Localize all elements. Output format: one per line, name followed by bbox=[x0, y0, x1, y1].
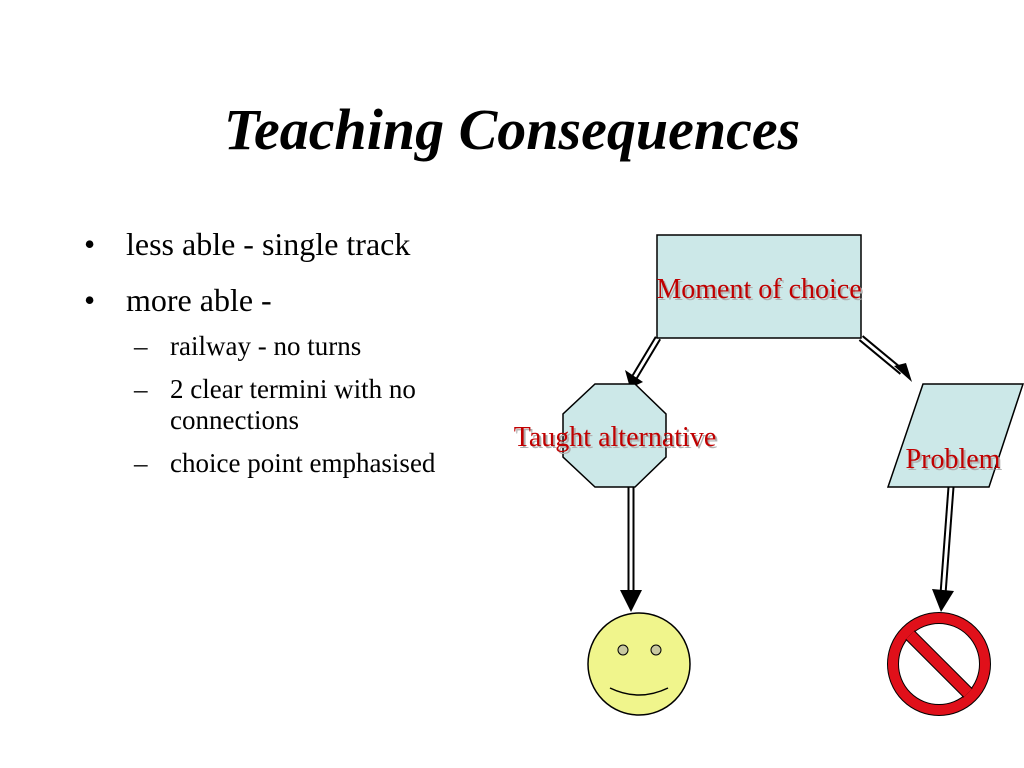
octagon-shape bbox=[562, 383, 667, 488]
bullet-marker: • bbox=[84, 281, 96, 318]
bullet-item: • less able - single track bbox=[84, 226, 494, 263]
sub-bullet-list: – railway - no turns – 2 clear termini w… bbox=[84, 331, 494, 479]
smiley-face-icon bbox=[587, 612, 691, 716]
choice-box bbox=[656, 234, 862, 339]
bullet-item: • more able - bbox=[84, 282, 494, 319]
node-taught-alternative: Taught alternative Taught alternative bbox=[514, 383, 719, 488]
dash-marker: – bbox=[134, 447, 148, 478]
taught-label: Taught alternative bbox=[514, 422, 717, 453]
arrowhead bbox=[620, 590, 642, 612]
arrow-choice-to-taught bbox=[625, 336, 662, 388]
sub-bullet-item: – 2 clear termini with no connections bbox=[84, 374, 494, 436]
dash-marker: – bbox=[134, 330, 148, 361]
prohibition-icon bbox=[887, 612, 991, 716]
arrowhead bbox=[932, 589, 954, 612]
choice-label-shadow: Moment of choice bbox=[658, 276, 863, 307]
sub-bullet-item: – railway - no turns bbox=[84, 331, 494, 362]
arrow-taught-to-happy bbox=[620, 487, 642, 612]
taught-label-shadow: Taught alternative bbox=[516, 424, 719, 455]
slide-title: Teaching Consequences bbox=[223, 97, 801, 162]
bullet-text: more able - bbox=[126, 281, 272, 318]
sub-bullet-item: – choice point emphasised bbox=[84, 448, 494, 479]
problem-label: Problem bbox=[906, 444, 1001, 475]
sub-bullet-text: railway - no turns bbox=[170, 330, 362, 361]
prohibition-inner-edge bbox=[898, 623, 980, 705]
sub-bullet-text: choice point emphasised bbox=[170, 447, 436, 478]
bullet-marker: • bbox=[84, 226, 96, 262]
sub-bullet-text: 2 clear termini with no connections bbox=[170, 373, 416, 435]
choice-label: Moment of choice bbox=[656, 274, 861, 305]
node-problem: Problem Problem bbox=[886, 383, 1024, 488]
face-circle bbox=[587, 612, 691, 716]
bullet-text: less able - single track bbox=[126, 226, 411, 262]
prohibition-outer-edge bbox=[887, 612, 991, 716]
smile bbox=[609, 687, 669, 696]
arrow-choice-to-problem bbox=[858, 335, 912, 382]
dash-marker: – bbox=[134, 373, 148, 404]
problem-label-shadow: Problem bbox=[908, 446, 1003, 477]
parallelogram-shape bbox=[886, 383, 1024, 488]
node-moment-of-choice: Moment of choice Moment of choice bbox=[656, 234, 864, 339]
arrowhead bbox=[894, 363, 912, 382]
right-eye bbox=[650, 644, 662, 656]
prohibition-bar bbox=[906, 631, 972, 697]
left-eye bbox=[617, 644, 629, 656]
arrow-problem-to-stop bbox=[932, 486, 955, 612]
bullet-list: • less able - single track • more able -… bbox=[84, 226, 494, 491]
